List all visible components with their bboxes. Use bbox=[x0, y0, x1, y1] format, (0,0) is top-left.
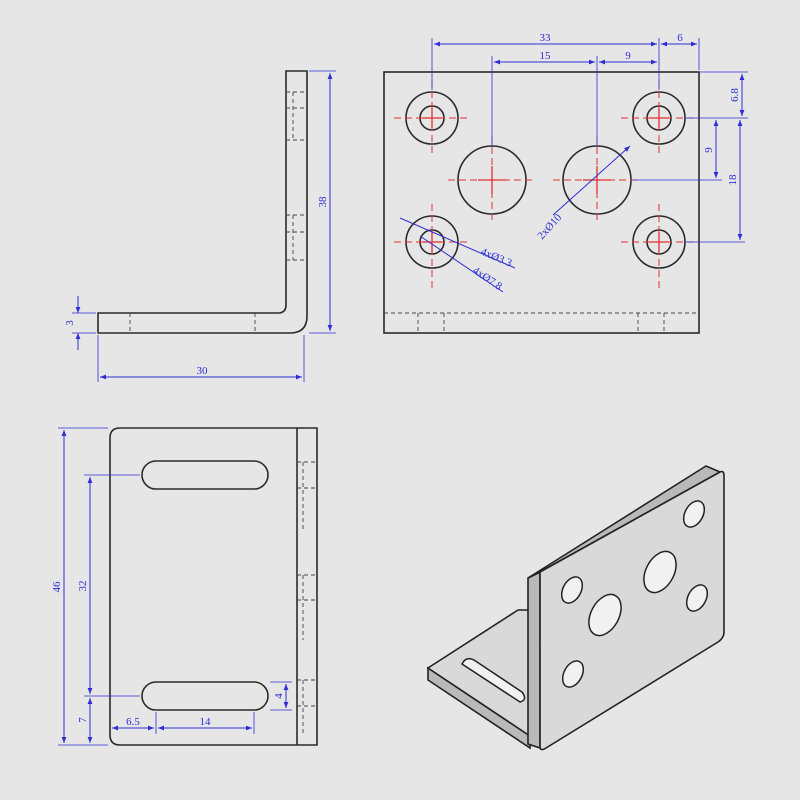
dim-top-slot-length: 14 bbox=[200, 716, 212, 728]
dim-side-height: 38 bbox=[317, 196, 329, 208]
dim-top-slot-width: 4 bbox=[273, 693, 285, 699]
dim-top-slot-spacing: 32 bbox=[77, 581, 89, 592]
isometric-plate-face bbox=[539, 470, 725, 751]
dim-front-big-hole-offset: 15 bbox=[540, 50, 552, 62]
dim-side-length: 30 bbox=[197, 365, 209, 377]
dim-front-edge-right: 6 bbox=[677, 32, 683, 44]
dim-front-edge-top: 6.8 bbox=[729, 88, 741, 102]
top-view: 46 32 7 6.5 14 4 bbox=[51, 427, 318, 746]
top-view-outline bbox=[109, 427, 318, 746]
front-view-hidden-lines bbox=[384, 312, 699, 333]
dim-front-small-hole-spacing-y: 18 bbox=[727, 174, 739, 186]
top-view-slot-lower bbox=[141, 681, 269, 711]
dim-top-overall: 46 bbox=[51, 581, 63, 593]
side-view-hidden-lines bbox=[129, 91, 307, 333]
front-view: 33 6 15 9 6.8 9 18 4xØ3.3 4xØ7.8 2xØ10 bbox=[383, 32, 748, 334]
dim-top-slot-from-bottom: 7 bbox=[77, 717, 89, 723]
dim-front-hole-spacing-x: 33 bbox=[540, 32, 552, 44]
callout-small-hole: 4xØ3.3 bbox=[479, 246, 514, 270]
isometric-view bbox=[426, 465, 725, 751]
side-view: 38 3 30 bbox=[64, 70, 336, 382]
front-view-outline bbox=[383, 71, 700, 334]
front-view-centerlines bbox=[394, 80, 697, 290]
side-view-profile bbox=[97, 70, 308, 334]
top-view-hidden-lines bbox=[297, 461, 317, 735]
top-view-slot-upper bbox=[141, 460, 269, 490]
dim-front-big-hole-spacing: 9 bbox=[625, 50, 631, 62]
dim-front-big-hole-from-top: 9 bbox=[703, 147, 715, 153]
dim-side-thickness: 3 bbox=[64, 320, 76, 326]
callout-big-hole: 2xØ10 bbox=[535, 211, 564, 242]
dim-top-slot-x-offset: 6.5 bbox=[126, 716, 140, 728]
callout-counterbore: 4xØ7.8 bbox=[470, 265, 504, 294]
